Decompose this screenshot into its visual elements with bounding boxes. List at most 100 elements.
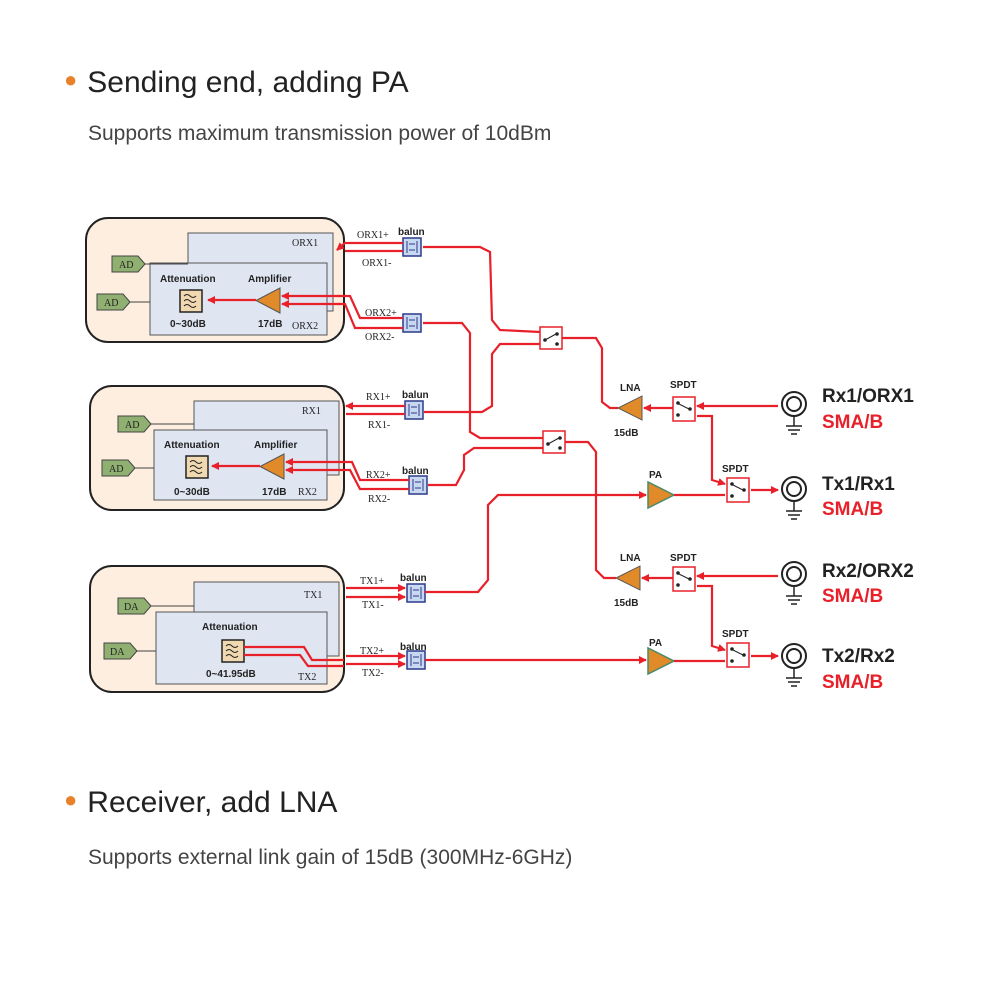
lna-gain: 15dB [614, 428, 638, 439]
ad-label: AD [119, 260, 133, 271]
pin-label: TX1+ [360, 576, 384, 587]
balun-label: balun [398, 227, 425, 238]
amplifier-label: Amplifier [248, 274, 291, 285]
path-label: ORX2 [292, 321, 318, 332]
port-name: Rx1/ORX1 [822, 386, 914, 407]
balun-icon [406, 583, 426, 603]
port-type: SMA/B [822, 499, 883, 520]
section2-subtitle: Supports external link gain of 15dB (300… [88, 846, 573, 869]
port-name: Tx1/Rx1 [822, 474, 895, 495]
pin-label: TX2+ [360, 646, 384, 657]
section2-heading: ●Receiver, add LNA [64, 786, 337, 820]
path-label: RX1 [302, 406, 321, 417]
pin-label: ORX2- [365, 332, 394, 343]
port-name: Tx2/Rx2 [822, 646, 895, 667]
sma-connector-icon [781, 476, 807, 520]
section2-title: Receiver, add LNA [87, 786, 338, 819]
spdt-1: SPDT [670, 380, 697, 422]
pin-label: RX2- [368, 494, 390, 505]
pin-label: ORX2+ [365, 308, 397, 319]
da-tag [103, 642, 138, 660]
balun-label: balun [402, 390, 429, 401]
pin-label: ORX1+ [357, 230, 389, 241]
amplifier-icon [254, 287, 281, 314]
amplifier-gain: 17dB [258, 319, 282, 330]
ad-tag [117, 415, 152, 433]
path-label: RX2 [298, 487, 317, 498]
bullet-icon: ● [64, 67, 78, 92]
da-label: DA [124, 602, 139, 613]
sma-connector-icon [781, 561, 807, 605]
spdt-label: SPDT [670, 380, 697, 391]
ad-label: AD [104, 298, 118, 309]
balun-label: balun [402, 466, 429, 477]
block-orx: AD AD ORX1 ORX2 Attenuation Amplifier 0~… [85, 217, 345, 343]
pa-label: PA [649, 638, 662, 649]
lna-label: LNA [620, 383, 641, 394]
pin-label: TX1- [362, 600, 384, 611]
port-type: SMA/B [822, 412, 883, 433]
switch-icon [539, 326, 563, 350]
attenuation-range: 0~30dB [170, 319, 206, 330]
pin-label: RX1- [368, 420, 390, 431]
pa-label: PA [649, 470, 662, 481]
port-type: SMA/B [822, 672, 883, 693]
amplifier-gain: 17dB [262, 487, 286, 498]
spdt-2: SPDT [722, 464, 750, 503]
balun-icon [404, 400, 424, 420]
lna-icon [614, 565, 641, 591]
ad-label: AD [109, 464, 123, 475]
balun-icon [406, 650, 426, 670]
lna-label: LNA [620, 553, 641, 564]
pa-icon [647, 480, 676, 510]
spdt-label: SPDT [670, 553, 697, 564]
spdt-4: SPDT [722, 629, 750, 668]
balun-icon [402, 237, 422, 257]
path-label: TX1 [304, 590, 322, 601]
ad-label: AD [125, 420, 139, 431]
pin-label: TX2- [362, 668, 384, 679]
port-type: SMA/B [822, 586, 883, 607]
path-label: TX2 [298, 672, 316, 683]
attenuator-icon [221, 639, 245, 663]
path-label: ORX1 [292, 238, 318, 249]
da-label: DA [110, 647, 125, 658]
section1-title: Sending end, adding PA [87, 66, 409, 99]
pa-icon [647, 646, 676, 676]
lna2: LNA 15dB [614, 553, 641, 609]
spdt-label: SPDT [722, 629, 749, 640]
pin-label: ORX1- [362, 258, 391, 269]
section1-subtitle: Supports maximum transmission power of 1… [88, 122, 552, 145]
attenuation-label: Attenuation [160, 274, 216, 285]
ad-tag [111, 255, 146, 273]
balun-icon [408, 475, 428, 495]
amplifier-icon [258, 453, 285, 480]
balun-label: balun [400, 642, 427, 653]
ad-tag [101, 459, 136, 477]
sma-connector-icon [781, 391, 807, 435]
attenuation-label: Attenuation [202, 622, 258, 633]
lna1: LNA 15dB [614, 383, 643, 439]
spdt-label: SPDT [722, 464, 749, 475]
pin-label: RX1+ [366, 392, 391, 403]
attenuation-label: Attenuation [164, 440, 220, 451]
section1-heading: ● Sending end, adding PA [64, 66, 409, 100]
switch-icon [542, 430, 566, 454]
lna-gain: 15dB [614, 598, 638, 609]
block-rx: AD AD RX1 RX2 Attenuation Amplifier 0~30… [89, 385, 345, 511]
attenuator-icon [179, 289, 203, 313]
balun-label: balun [400, 573, 427, 584]
pa2: PA [647, 638, 676, 676]
attenuation-range: 0~30dB [174, 487, 210, 498]
block-tx: DA DA TX1 TX2 Attenuation 0~41.95dB [89, 565, 345, 693]
port-name: Rx2/ORX2 [822, 561, 914, 582]
spdt-3: SPDT [670, 553, 697, 592]
sma-connector-icon [781, 643, 807, 687]
amplifier-label: Amplifier [254, 440, 297, 451]
da-tag [117, 597, 152, 615]
pin-label: RX2+ [366, 470, 391, 481]
balun-icon [402, 313, 422, 333]
pa1: PA [647, 470, 676, 510]
attenuation-range: 0~41.95dB [206, 669, 256, 680]
